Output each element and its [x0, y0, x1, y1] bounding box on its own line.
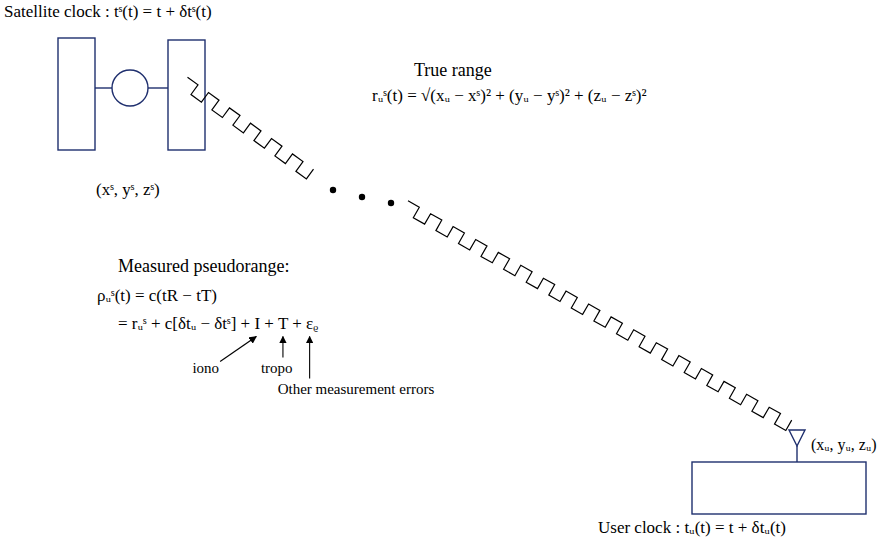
range-equation: rᵤˢ(t) = √(xᵤ − xˢ)² + (yᵤ − yˢ)² + (zᵤ …: [372, 86, 647, 106]
coordinate-label: (xˢ, yˢ, zˢ): [96, 180, 160, 200]
pointer-arrow: [282, 337, 283, 358]
signal-wave: [188, 77, 792, 430]
antenna-symbol: [789, 430, 805, 446]
error-label: iono: [192, 360, 219, 377]
panel-arm: [148, 87, 168, 88]
heading-label: True range: [414, 60, 492, 81]
satellite-body: [112, 70, 148, 106]
clock-equation: Satellite clock : tˢ(t) = t + δtˢ(t): [4, 2, 212, 22]
error-label: tropo: [261, 360, 293, 377]
heading-label: Measured pseudorange:: [118, 256, 289, 277]
dot: [330, 187, 336, 193]
dot: [359, 194, 365, 200]
pseudorange-equation: = rᵤˢ + c[δtᵤ − δtˢ] + I + T + εᵨ: [118, 314, 318, 334]
satellite-symbol: [58, 38, 205, 150]
ellipsis-dots: [330, 187, 394, 206]
pointer-arrow: [220, 337, 256, 362]
dot: [388, 200, 394, 206]
antenna-mast: [796, 446, 797, 462]
square-wave: [188, 77, 314, 179]
solar-panel: [168, 40, 205, 150]
solar-panel: [58, 38, 95, 150]
coordinate-label: (xᵤ, yᵤ, zᵤ): [811, 436, 876, 454]
error-pointers: [220, 337, 310, 379]
receiver-box: [692, 462, 866, 514]
error-label: Other measurement errors: [278, 381, 435, 398]
pseudorange-equation: ρᵤˢ(t) = c(tR − tT): [97, 286, 217, 306]
pointer-arrow: [309, 337, 310, 379]
clock-equation: User clock : tᵤ(t) = t + δtᵤ(t): [598, 518, 786, 538]
panel-arm: [95, 87, 112, 88]
square-wave: [408, 201, 792, 431]
